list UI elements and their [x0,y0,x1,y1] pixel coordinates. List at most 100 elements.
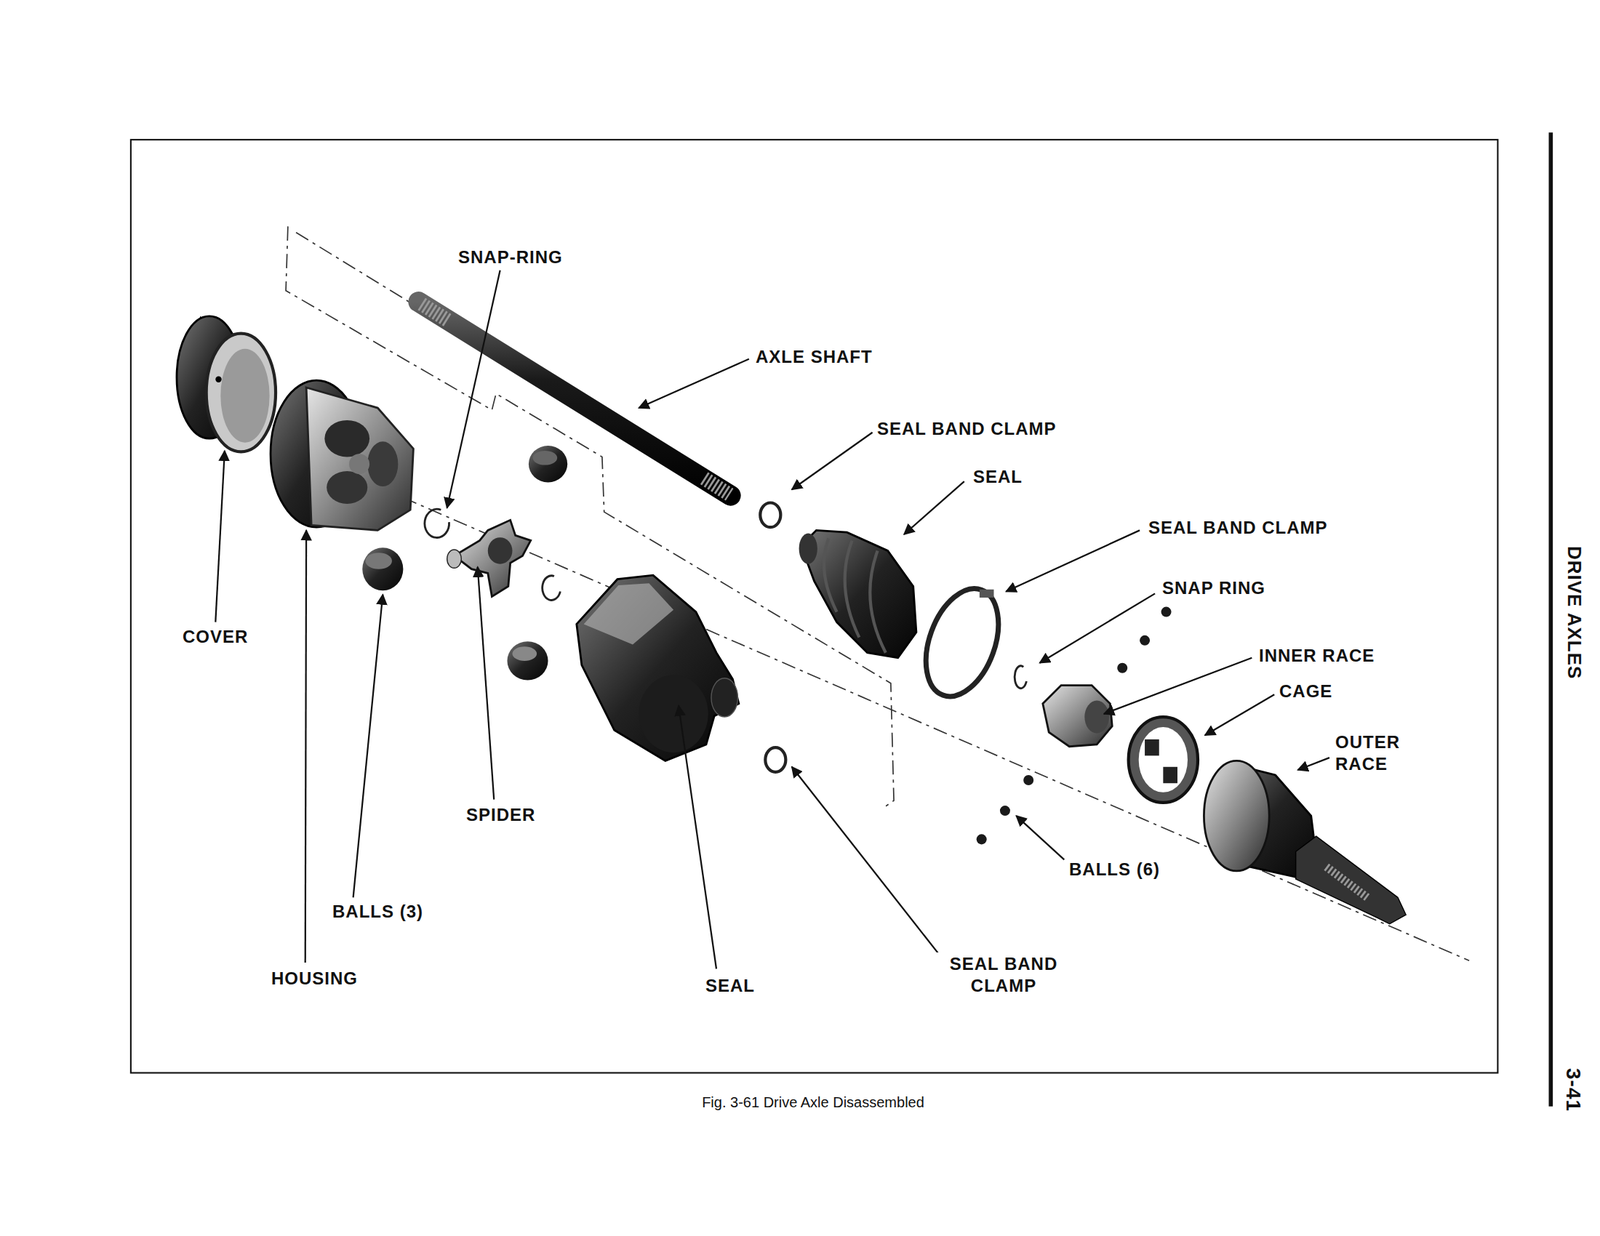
ball [1023,775,1034,786]
axle-shaft [418,301,731,496]
snap-ring [542,576,561,601]
center-line [285,226,894,808]
outer-race [1326,866,1368,898]
ball [976,834,987,845]
ball-roller [512,646,537,662]
page-number: 3-41 [1560,1066,1587,1115]
axle-shaft [704,478,730,495]
center-line [402,497,1470,961]
ball-roller [528,445,568,483]
housing [324,420,370,457]
part-label: CAGE [1277,680,1335,704]
ball [1000,805,1011,816]
part-label: SNAP-RING [456,245,566,270]
leader-line [792,767,942,958]
outer-race [1203,760,1270,871]
part-label: BALLS (3) [330,900,426,924]
ball-roller [506,641,548,680]
part-label: BALLS (6) [1066,858,1163,882]
seal-boot [799,533,818,565]
housing [326,471,368,504]
cover [215,376,222,383]
housing [367,441,398,487]
snap-ring [424,509,450,538]
inner-race [1084,701,1110,734]
leader-line [447,270,501,509]
part-label: SPIDER [464,803,538,827]
cover [176,316,276,453]
leader-line [215,450,225,623]
part-label: SEAL BAND CLAMP [1146,516,1331,540]
figure-caption: Fig. 3-61 Drive Axle Disassembled [640,1094,987,1112]
seal-boot [869,550,886,653]
spider [488,537,513,564]
ball-roller [362,445,568,681]
seal-boot [845,540,860,638]
seal-boot [711,678,738,718]
ball-roller [528,445,568,483]
leader-line [1297,757,1329,771]
leader-line [1040,593,1155,663]
leader-line [305,530,307,963]
leader-line [1104,658,1252,715]
part-label: SEAL [970,465,1025,489]
frame [130,139,1499,1073]
part-label: SEAL BAND CLAMP [932,952,1075,998]
ball [1117,663,1128,674]
part-label: SNAP RING [1160,576,1268,600]
cage [1144,739,1160,756]
center-line [296,232,735,502]
leader-line [1205,694,1275,736]
leader-line [904,481,965,535]
spider [447,549,462,568]
ball-roller [365,552,392,569]
cover [206,333,276,453]
leader-line [638,359,749,408]
axle-shaft [418,301,731,496]
seal-boot [799,530,917,658]
seal-boot [800,530,916,658]
band-clamp [760,503,1012,773]
band-clamp [912,578,1012,707]
part-label: COVER [180,625,251,649]
center-line [285,226,1470,961]
seal-boot [638,675,708,754]
leader-line [477,567,494,800]
leader-line [215,270,1330,970]
leader-line [678,706,717,970]
part-label: INNER RACE [1256,644,1377,668]
band-clamp [979,589,995,598]
cage [1128,717,1198,803]
housing [349,453,370,475]
part-label: AXLE SHAFT [753,345,875,369]
cage [1138,727,1188,793]
cage [1128,717,1198,803]
ball [1161,607,1172,618]
cover [220,349,270,443]
ball-roller [362,547,403,591]
inner-race [1042,685,1112,747]
band-clamp [765,747,786,773]
ball-roller [362,547,403,591]
seal-boot [576,575,739,761]
leader-line [353,594,384,899]
ball [1139,635,1150,646]
part-label: OUTER RACE [1333,730,1418,776]
section-tab: DRIVE AXLES [1562,544,1588,682]
outer-race [1296,836,1406,925]
snap-ring [1014,666,1027,689]
frame [130,132,1551,1107]
seal-boot [584,583,674,645]
part-label: SEAL [703,974,758,998]
leader-line [1016,816,1064,860]
outer-race [1203,760,1406,924]
spider [447,520,531,597]
axle-shaft [421,304,450,322]
housing [306,387,414,531]
spider [454,520,531,597]
cage [1162,767,1178,784]
seal-boot [576,575,739,761]
seal-boot [824,538,838,613]
part-label: HOUSING [269,967,360,991]
